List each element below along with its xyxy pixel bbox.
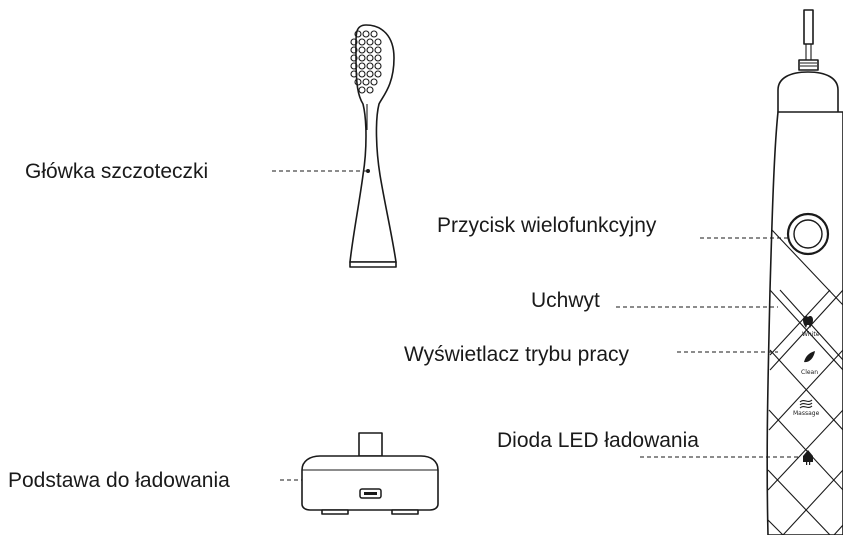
bristle-tuft <box>362 30 370 38</box>
bristle-tuft <box>374 62 382 70</box>
bristle-tuft <box>350 46 358 54</box>
bristle-grid <box>350 30 382 94</box>
bristle-tuft <box>350 54 358 62</box>
bristle-tuft <box>366 70 374 78</box>
bristle-tuft <box>358 46 366 54</box>
bristle-tuft <box>358 70 366 78</box>
bristle-tuft <box>350 62 358 70</box>
wave-icon: Massage <box>793 399 820 417</box>
bristle-tuft <box>374 70 382 78</box>
bristle-tuft <box>366 54 374 62</box>
bristle-tuft <box>354 78 362 86</box>
handle-label: Uchwyt <box>531 289 600 312</box>
toothbrush-handle-illustration: White Clean Massage <box>766 9 843 535</box>
bristle-tuft <box>366 38 374 46</box>
tooth-icon: White <box>802 316 820 338</box>
bristle-tuft <box>354 30 362 38</box>
brush-head-illustration <box>349 24 397 268</box>
brush-head-label: Główka szczoteczki <box>25 160 208 183</box>
charging-base-label: Podstawa do ładowania <box>8 469 230 492</box>
bristle-tuft <box>362 78 370 86</box>
bristle-tuft <box>374 54 382 62</box>
bristle-tuft <box>370 78 378 86</box>
bristle-tuft <box>370 30 378 38</box>
massage-mode-label: Massage <box>793 410 820 417</box>
mode-display-label: Wyświetlacz trybu pracy <box>404 343 630 366</box>
handle-lattice <box>767 229 843 535</box>
bristle-tuft <box>374 38 382 46</box>
bristle-tuft <box>366 46 374 54</box>
bristle-tuft <box>358 86 366 94</box>
bristle-tuft <box>350 38 358 46</box>
charging-base-illustration <box>301 432 439 515</box>
bristle-tuft <box>374 46 382 54</box>
leaf-icon: Clean <box>801 351 818 376</box>
bristle-tuft <box>358 38 366 46</box>
charging-led-label: Dioda LED ładowania <box>497 429 699 452</box>
bristle-tuft <box>366 86 374 94</box>
multi-button-label: Przycisk wielofunkcyjny <box>437 214 657 237</box>
clean-mode-label: Clean <box>801 369 818 376</box>
usb-port-icon <box>359 488 382 499</box>
white-mode-label: White <box>802 331 820 338</box>
bristle-tuft <box>366 62 374 70</box>
power-button-icon <box>786 212 830 256</box>
bristle-tuft <box>358 62 366 70</box>
bristle-tuft <box>358 54 366 62</box>
charging-led-icon <box>803 450 813 465</box>
bristle-tuft <box>350 70 358 78</box>
